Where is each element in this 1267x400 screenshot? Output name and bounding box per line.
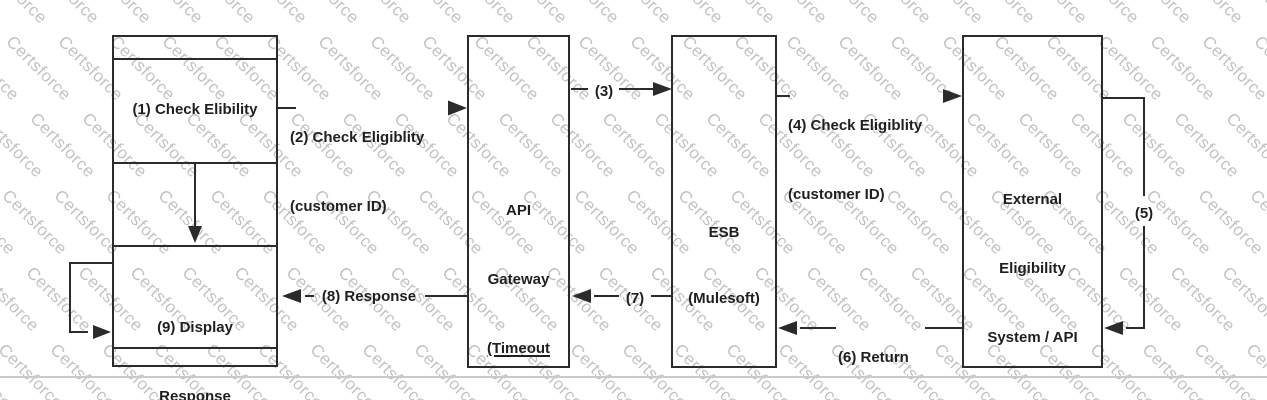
arrow-5-label: (5)	[1134, 205, 1154, 222]
consumer-step9-label: (9) Display Response	[112, 270, 278, 400]
arrow-2-head	[448, 100, 467, 116]
consumer-step9-line1: (9) Display	[157, 319, 233, 336]
api-gateway-box	[467, 35, 570, 368]
arrow-2-label: (2) Check Eligiblity (customer ID)	[290, 80, 424, 264]
esb-label: ESB (Mulesoft)	[671, 178, 777, 354]
consumer-divider-2	[112, 162, 278, 164]
arrow-7-head	[572, 289, 591, 303]
arrow-6-label: (6) Return Eligibility	[838, 303, 909, 400]
arrow-4-line1: (4) Check Eligiblity	[788, 117, 923, 134]
external-system-line3: System / API	[987, 329, 1078, 346]
external-system-label: External Eligibility System / API (respo…	[962, 142, 1103, 400]
arrow-2-line2: (customer ID)	[290, 198, 387, 215]
arrow-4-head	[943, 89, 962, 103]
arrow-8-label: (8) Response	[321, 288, 417, 305]
arrow-9-loop	[69, 262, 112, 333]
bottom-divider-line	[0, 376, 1267, 378]
arrow-3-label: (3)	[594, 83, 614, 100]
consumer-step1-label: (1) Check Elibility	[132, 101, 258, 118]
esb-line1: ESB	[708, 224, 740, 241]
api-gateway-line2: Gateway	[487, 271, 550, 288]
api-gateway-line1: API	[505, 202, 531, 219]
consumer-divider-top	[112, 58, 278, 60]
external-system-line1: External	[1002, 191, 1063, 208]
arrow-6-line1: (6) Return	[838, 349, 909, 366]
arrow-2-line1: (2) Check Eligiblity	[290, 129, 425, 146]
esb-line2: (Mulesoft)	[688, 290, 760, 307]
arrow-5-head	[1104, 321, 1123, 335]
consumer-divider-bottom	[112, 347, 278, 349]
arrow-4-line2: (customer ID)	[788, 186, 885, 203]
consumer-internal-arrow-head	[188, 226, 202, 243]
esb-box	[671, 35, 777, 368]
arrow-6-head	[778, 321, 797, 335]
external-system-line2: Eligibility	[999, 260, 1066, 277]
consumer-box	[112, 35, 278, 367]
arrow-7-label: (7)	[625, 290, 645, 307]
api-gateway-line3: (Timeout	[486, 340, 551, 357]
arrow-5-loop	[1103, 97, 1145, 329]
api-gateway-label: API Gateway (Timeout in 9 secs)	[467, 153, 570, 400]
arrow-3-head	[653, 82, 672, 96]
arrow-8-head	[282, 289, 301, 303]
external-system-line4: (response max.	[962, 395, 1103, 400]
consumer-divider-3	[112, 245, 278, 247]
arrow-4-label: (4) Check Eligiblity (customer ID)	[788, 68, 922, 252]
arrow-9-head	[93, 325, 111, 339]
external-system-box	[962, 35, 1103, 368]
consumer-step9-line2: Response	[159, 388, 231, 400]
